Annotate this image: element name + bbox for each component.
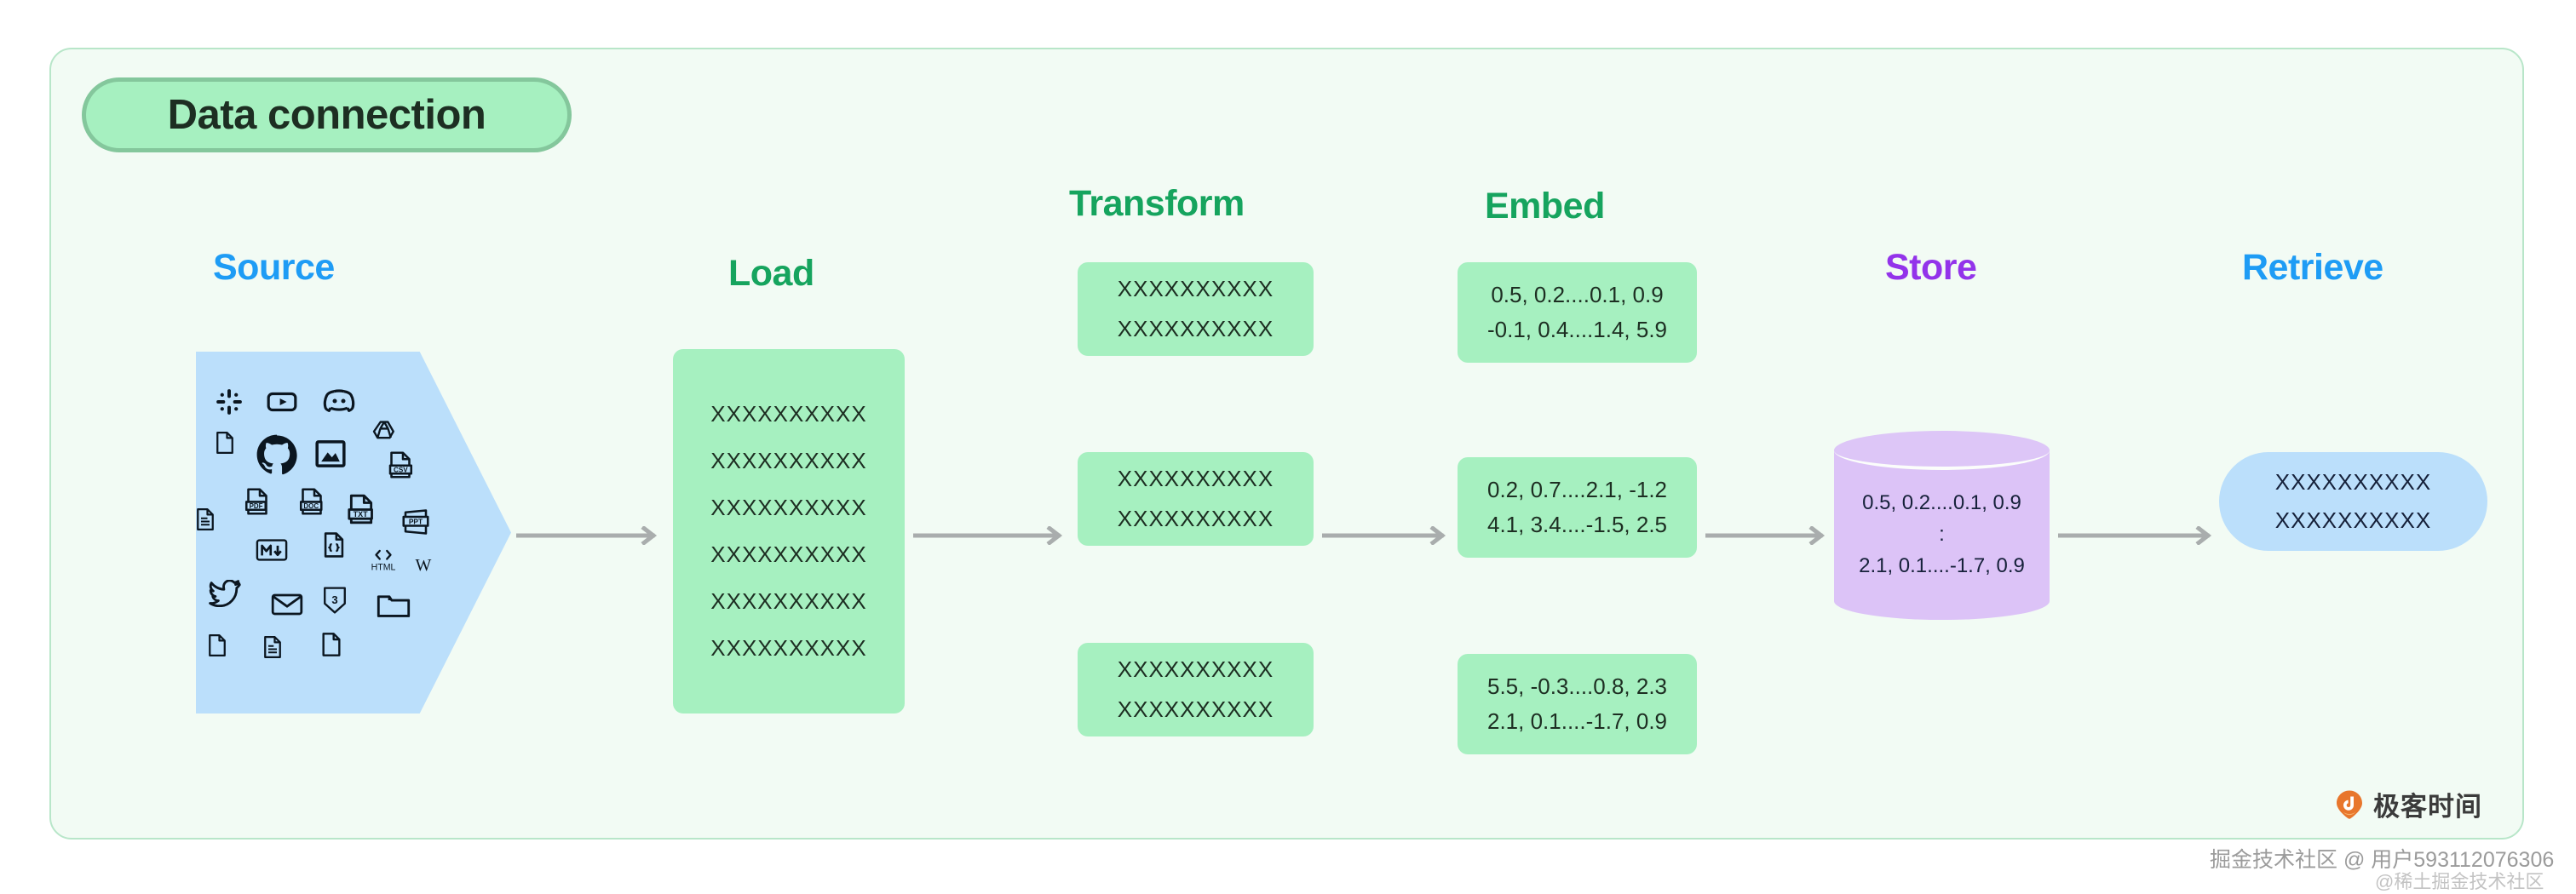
email-icon	[271, 592, 303, 617]
css3-icon: 3	[322, 586, 348, 615]
stage-title-load: Load	[728, 253, 814, 294]
arrow-store-to-retrieve	[2058, 526, 2216, 545]
store-cylinder: 0.5, 0.2....0.1, 0.9 : 2.1, 0.1....-1.7,…	[1834, 431, 2050, 635]
pdf-file-icon: PDF	[242, 486, 273, 517]
store-row: 0.5, 0.2....0.1, 0.9	[1862, 491, 2021, 514]
svg-text:PPT: PPT	[409, 518, 423, 526]
source-shape: CSV PDF DO	[196, 352, 511, 713]
load-card: XXXXXXXXXX XXXXXXXXXX XXXXXXXXXX XXXXXXX…	[673, 349, 905, 713]
doc-file-icon: DOC	[296, 486, 327, 517]
stage-title-store: Store	[1885, 247, 1977, 288]
arrow-transform-to-embed	[1322, 526, 1450, 545]
file-blank-icon	[204, 633, 230, 658]
svg-text:W: W	[416, 556, 432, 575]
twitter-icon	[209, 580, 241, 607]
store-text-block: 0.5, 0.2....0.1, 0.9 : 2.1, 0.1....-1.7,…	[1834, 484, 2050, 586]
transform-row: XXXXXXXXXX	[1117, 656, 1274, 682]
embed-row: -0.1, 0.4....1.4, 5.9	[1486, 317, 1668, 342]
svg-text:TXT: TXT	[354, 510, 369, 519]
load-row: XXXXXXXXXX	[710, 635, 867, 661]
transform-row: XXXXXXXXXX	[1117, 696, 1274, 722]
discord-icon	[322, 384, 356, 418]
source-icon-grid: CSV PDF DO	[196, 352, 511, 713]
google-drive-icon	[371, 418, 397, 444]
stage-title-embed: Embed	[1485, 186, 1605, 226]
slack-icon	[215, 387, 244, 416]
data-connection-badge: Data connection	[82, 77, 572, 152]
ppt-file-icon: PPT	[400, 507, 431, 537]
transform-card: XXXXXXXXXX XXXXXXXXXX	[1078, 262, 1314, 356]
svg-text:DOC: DOC	[303, 502, 319, 510]
html-icon: HTML	[368, 546, 399, 573]
embed-row: 0.5, 0.2....0.1, 0.9	[1491, 282, 1664, 307]
svg-text:CSV: CSV	[394, 466, 408, 473]
load-row: XXXXXXXXXX	[710, 401, 867, 427]
github-icon	[255, 433, 299, 477]
transform-card: XXXXXXXXXX XXXXXXXXXX	[1078, 643, 1314, 736]
arrow-load-to-transform	[913, 526, 1067, 545]
stage-title-transform: Transform	[1069, 183, 1245, 224]
diagram-frame: Data connection Source Load Transform Em…	[49, 48, 2524, 840]
embed-row: 2.1, 0.1....-1.7, 0.9	[1486, 708, 1668, 734]
image-icon	[313, 437, 348, 471]
document-lines-icon	[260, 634, 285, 660]
load-row: XXXXXXXXXX	[710, 542, 867, 567]
geektime-logo-icon	[2334, 789, 2365, 820]
load-row: XXXXXXXXXX	[710, 448, 867, 473]
arrow-source-to-load	[516, 526, 661, 545]
stage-title-retrieve: Retrieve	[2242, 247, 2383, 288]
retrieve-row: XXXXXXXXXX	[2274, 507, 2432, 533]
json-code-file-icon	[319, 530, 348, 559]
embed-row: 4.1, 3.4....-1.5, 2.5	[1486, 512, 1668, 537]
retrieve-row: XXXXXXXXXX	[2274, 469, 2432, 495]
embed-row: 5.5, -0.3....0.8, 2.3	[1486, 673, 1668, 699]
csv-file-icon: CSV	[385, 450, 416, 480]
transform-row: XXXXXXXXXX	[1117, 276, 1274, 301]
geektime-watermark: 极客时间	[2334, 785, 2482, 823]
load-row: XXXXXXXXXX	[710, 495, 867, 520]
stage-title-source: Source	[213, 247, 335, 288]
embed-card: 0.2, 0.7....2.1, -1.2 4.1, 3.4....-1.5, …	[1458, 457, 1697, 558]
embed-card: 0.5, 0.2....0.1, 0.9 -0.1, 0.4....1.4, 5…	[1458, 262, 1697, 363]
wikipedia-icon: W	[411, 553, 436, 576]
svg-text:HTML: HTML	[371, 563, 396, 573]
cylinder-body	[1834, 450, 2050, 620]
user-watermark-text: 掘金技术社区 @ 用户593112076306	[2210, 848, 2555, 872]
youtube-icon	[266, 386, 298, 418]
markdown-icon	[256, 537, 288, 563]
arrow-embed-to-store	[1705, 526, 1829, 545]
cylinder-top-ellipse	[1834, 431, 2050, 470]
transform-card: XXXXXXXXXX XXXXXXXXXX	[1078, 452, 1314, 546]
file-blank-icon	[318, 631, 345, 658]
store-row: 2.1, 0.1....-1.7, 0.9	[1859, 554, 2025, 577]
store-row: :	[1939, 523, 1945, 546]
transform-row: XXXXXXXXXX	[1117, 506, 1274, 531]
embed-row: 0.2, 0.7....2.1, -1.2	[1486, 477, 1668, 502]
svg-text:PDF: PDF	[250, 502, 263, 510]
geektime-brand-label: 极客时间	[2373, 792, 2482, 822]
folder-icon	[377, 590, 411, 619]
document-lines-icon	[196, 507, 218, 532]
load-row: XXXXXXXXXX	[710, 588, 867, 614]
file-blank-icon	[212, 430, 238, 456]
community-watermark-text: @稀土掘金技术社区	[2375, 871, 2544, 892]
embed-card: 5.5, -0.3....0.8, 2.3 2.1, 0.1....-1.7, …	[1458, 654, 1697, 754]
data-connection-label: Data connection	[167, 92, 486, 138]
transform-row: XXXXXXXXXX	[1117, 316, 1274, 341]
retrieve-card: XXXXXXXXXX XXXXXXXXXX	[2219, 452, 2487, 551]
transform-row: XXXXXXXXXX	[1117, 466, 1274, 491]
svg-text:3: 3	[331, 593, 337, 606]
txt-file-icon: TXT	[344, 492, 378, 526]
